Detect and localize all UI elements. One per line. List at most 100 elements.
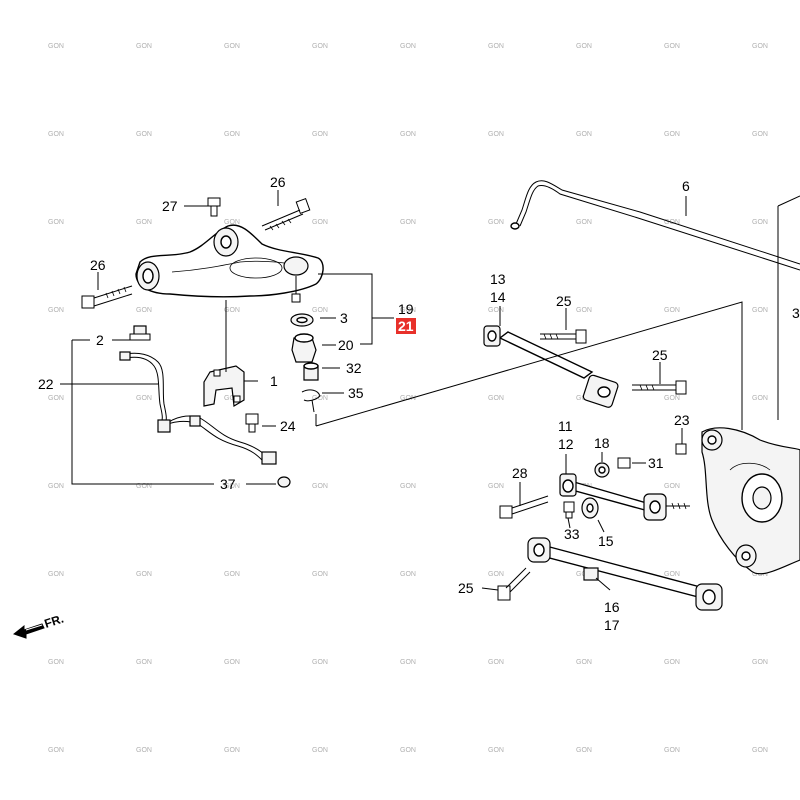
bolt-28[interactable]	[499, 495, 549, 519]
stabilizer-bar-6[interactable]	[510, 180, 800, 271]
callout-13[interactable]: 13	[490, 271, 506, 287]
sensor-2[interactable]	[129, 325, 151, 341]
lower-control-arm[interactable]	[135, 224, 324, 303]
watermark-text: GON	[752, 131, 768, 138]
watermark-text: GON	[576, 307, 592, 314]
nut-33[interactable]	[563, 501, 575, 519]
watermark-text: GON	[664, 43, 680, 50]
watermark-text: GON	[136, 307, 152, 314]
callout-2[interactable]: 2	[96, 332, 104, 348]
watermark-text: GON	[224, 307, 240, 314]
nut-32[interactable]	[303, 362, 319, 381]
watermark-text: GON	[488, 131, 504, 138]
knuckle[interactable]	[701, 427, 800, 575]
callout-3[interactable]: 3	[340, 310, 348, 326]
callout-19[interactable]: 19	[398, 301, 414, 317]
wire-harness-22[interactable]	[119, 351, 291, 488]
nut-23[interactable]	[675, 443, 687, 455]
watermark-text: GON	[488, 219, 504, 226]
watermark-text: GON	[48, 747, 64, 754]
bolt-25-mid[interactable]	[632, 380, 687, 395]
callout-26[interactable]: 26	[270, 174, 286, 190]
callout-32[interactable]: 32	[346, 360, 362, 376]
front-direction-label: FR.	[43, 612, 66, 631]
washer-18[interactable]	[594, 462, 610, 478]
watermark-text: GON	[488, 483, 504, 490]
callout-15[interactable]: 15	[598, 533, 614, 549]
callout-21[interactable]: 21	[398, 318, 414, 334]
watermark-text: GON	[488, 395, 504, 402]
watermark-text: GON	[400, 307, 416, 314]
watermark-text: GON	[400, 219, 416, 226]
callout-23[interactable]: 23	[674, 412, 690, 428]
nut-27[interactable]	[207, 197, 221, 217]
watermark-text: GON	[136, 219, 152, 226]
watermark-text: GON	[312, 395, 328, 402]
callout-33[interactable]: 33	[564, 526, 580, 542]
callout-16[interactable]: 16	[604, 599, 620, 615]
watermark-text: GON	[136, 131, 152, 138]
bolt-26-upper[interactable]	[261, 198, 311, 231]
callout-20[interactable]: 20	[338, 337, 354, 353]
callouts: 27 26 26 2 22 1 24 37 3 20 32 35 19 21 6…	[38, 174, 800, 633]
watermark-text: GON	[400, 43, 416, 50]
watermark-text: GON	[312, 307, 328, 314]
callout-22[interactable]: 22	[38, 376, 54, 392]
callout-35[interactable]: 35	[348, 385, 364, 401]
boot-3[interactable]	[290, 313, 314, 327]
control-link-13-14[interactable]	[483, 325, 619, 408]
callout-28[interactable]: 28	[512, 465, 528, 481]
watermark-text: GON	[224, 43, 240, 50]
watermark-text: GON	[48, 659, 64, 666]
watermark-text: GON	[752, 659, 768, 666]
bracket-1[interactable]	[203, 365, 245, 407]
watermark-text: GON	[752, 219, 768, 226]
callout-3-partial[interactable]: 3	[792, 305, 800, 321]
watermark-text: GON	[136, 571, 152, 578]
control-link-11-12[interactable]	[559, 473, 690, 521]
callout-27[interactable]: 27	[162, 198, 178, 214]
callout-11[interactable]: 11	[558, 418, 573, 434]
washer-15[interactable]	[581, 497, 599, 519]
callout-25[interactable]: 25	[556, 293, 572, 309]
watermark-text: GON	[136, 43, 152, 50]
watermark-text: GON	[400, 571, 416, 578]
watermark-text: GON	[312, 219, 328, 226]
watermark-text: GON	[48, 131, 64, 138]
watermark-text: GON	[664, 747, 680, 754]
callout-24[interactable]: 24	[280, 418, 296, 434]
watermark-text: GON	[312, 747, 328, 754]
nut-31[interactable]	[617, 457, 631, 469]
watermark-text: GON	[488, 43, 504, 50]
watermark-text: GON	[136, 659, 152, 666]
clip-35[interactable]	[301, 389, 321, 413]
watermark-text: GON	[752, 307, 768, 314]
callout-12[interactable]: 12	[558, 436, 574, 452]
watermark-text: GON	[576, 659, 592, 666]
callout-25[interactable]: 25	[458, 580, 474, 596]
callout-18[interactable]: 18	[594, 435, 610, 451]
callout-1[interactable]: 1	[270, 373, 278, 389]
bolt-25-lower[interactable]	[497, 567, 531, 601]
watermark-text: GON	[752, 43, 768, 50]
watermark-text: GON	[48, 395, 64, 402]
bushing-20[interactable]	[291, 333, 317, 363]
bolt-24[interactable]	[245, 413, 259, 433]
callout-31[interactable]: 31	[648, 455, 664, 471]
callout-25[interactable]: 25	[652, 347, 668, 363]
callout-14[interactable]: 14	[490, 289, 506, 305]
callout-37[interactable]: 37	[220, 476, 236, 492]
watermark-text: GON	[312, 571, 328, 578]
control-link-16-17[interactable]	[527, 537, 723, 611]
watermark-text: GON	[312, 483, 328, 490]
watermark-text: GON	[48, 307, 64, 314]
callout-26[interactable]: 26	[90, 257, 106, 273]
watermark-text: GON	[488, 571, 504, 578]
callout-6[interactable]: 6	[682, 178, 690, 194]
bolt-26-lower[interactable]	[81, 285, 133, 309]
bolt-25-upper[interactable]	[540, 329, 587, 344]
callout-17[interactable]: 17	[604, 617, 620, 633]
watermark-text: GON	[136, 747, 152, 754]
watermark-text: GON	[752, 571, 768, 578]
watermark-text: GON	[312, 43, 328, 50]
